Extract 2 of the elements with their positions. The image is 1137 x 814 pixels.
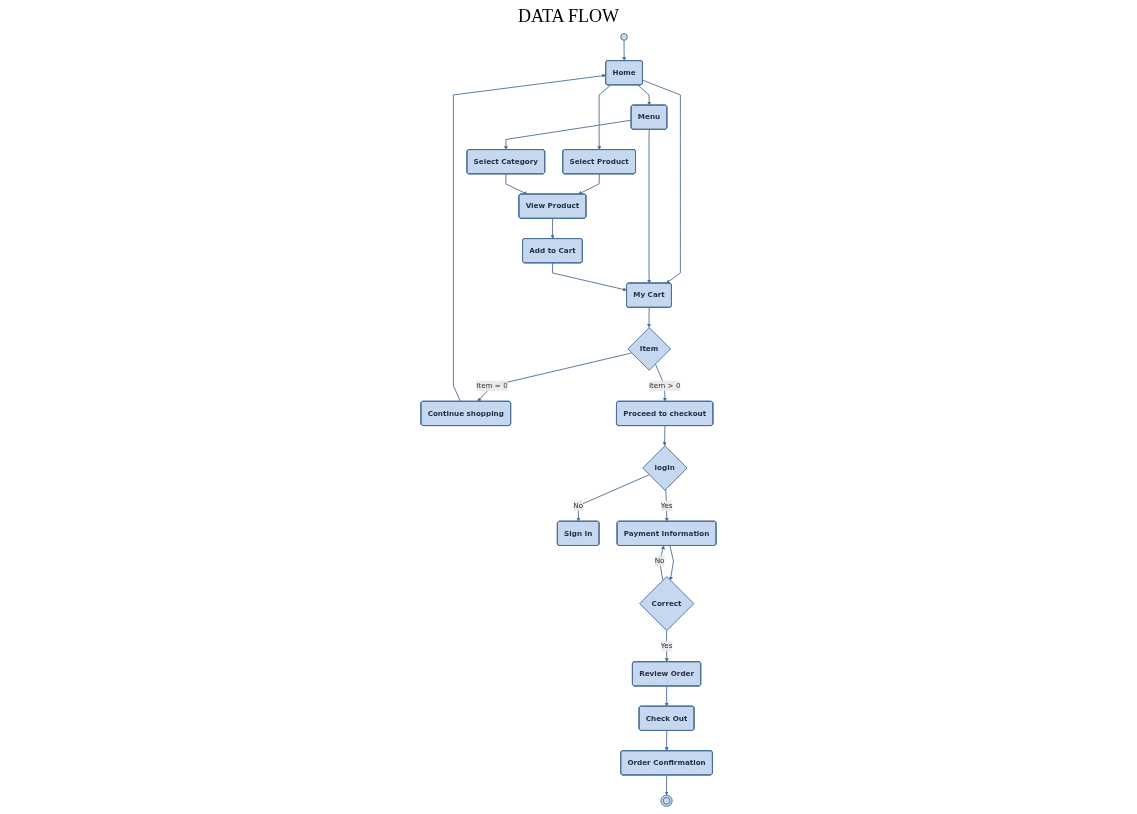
node-circle bbox=[620, 33, 628, 41]
diagram-title: DATA FLOW bbox=[516, 5, 621, 28]
